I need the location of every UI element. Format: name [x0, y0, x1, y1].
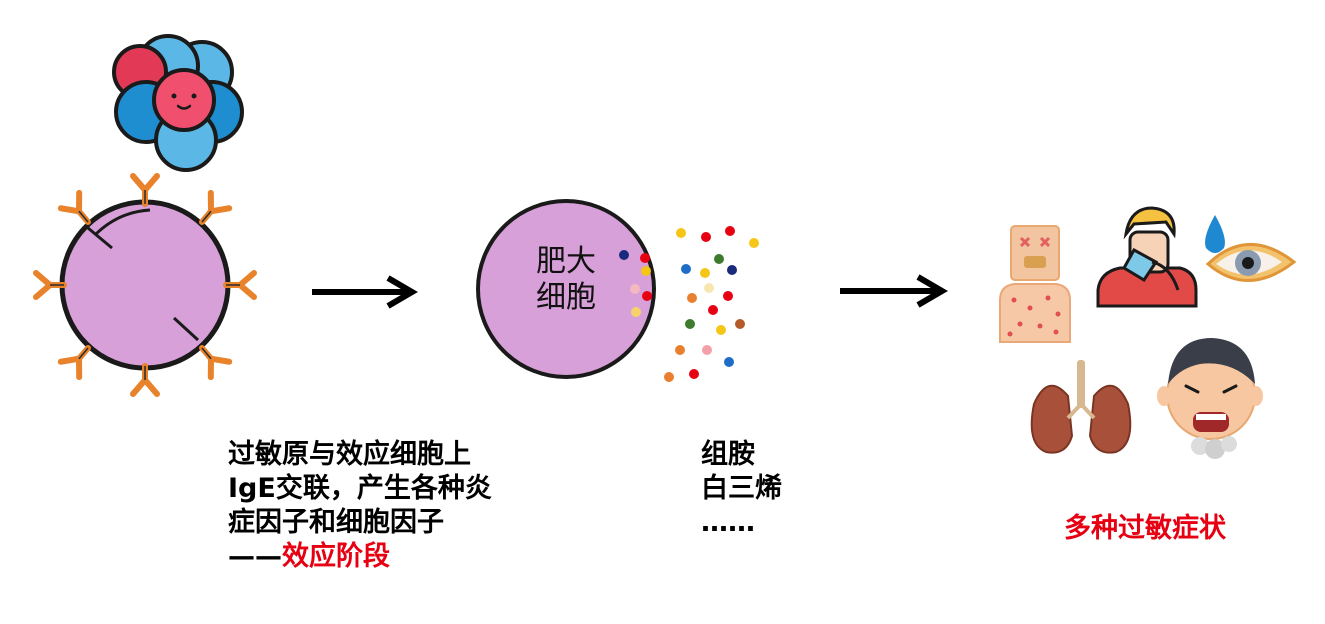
effector-cell-icon — [59, 199, 231, 371]
mast-cell-icon — [476, 199, 656, 379]
skin-rash-icon — [999, 225, 1071, 343]
mast-cell-label-line1: 肥大 — [536, 244, 596, 279]
mediator-item: …… — [701, 507, 755, 538]
effector-caption-line-2: IgE交联，产生各种炎 — [228, 473, 492, 504]
lungs-icon — [1030, 360, 1132, 454]
sneezing-person-icon — [1096, 206, 1198, 308]
mediator-list: 组胺 白三烯 …… — [701, 438, 782, 540]
stage-dash: —— — [228, 541, 282, 572]
mast-cell-label: 肥大 细胞 — [536, 244, 596, 316]
symptoms-caption: 多种过敏症状 — [1064, 513, 1226, 544]
mediator-item: 白三烯 — [701, 473, 782, 504]
effector-caption-line-3: 症因子和细胞因子 — [228, 507, 444, 538]
arrow-right-icon — [840, 274, 948, 308]
effector-stage-caption: 过敏原与效应细胞上 IgE交联，产生各种炎 症因子和细胞因子 ——效应阶段 — [228, 438, 492, 574]
mediator-item: 组胺 — [701, 439, 755, 470]
coughing-face-icon — [1157, 338, 1263, 459]
granule-dots-icon — [664, 226, 759, 382]
arrow-right-icon — [312, 275, 418, 309]
mast-cell-label-line2: 细胞 — [536, 280, 596, 315]
teary-eye-icon — [1205, 215, 1297, 282]
effector-caption-line-1: 过敏原与效应细胞上 — [228, 439, 471, 470]
effector-stage-label: ——效应阶段 — [228, 540, 492, 574]
antigen-cluster-icon — [112, 34, 244, 172]
stage-name: 效应阶段 — [282, 541, 390, 572]
